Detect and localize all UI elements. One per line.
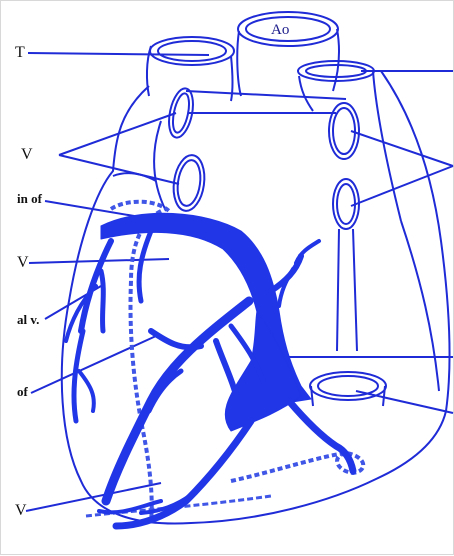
- leader-of: [31, 336, 156, 393]
- label-in-of: in of: [17, 192, 42, 205]
- label-al-v: al v.: [17, 313, 39, 326]
- vein-branch-10: [79, 371, 94, 411]
- dashed-vessel-1: [131, 211, 162, 521]
- label-v-mid: V: [17, 255, 29, 271]
- label-v-bottom: V: [15, 503, 27, 519]
- leader-v-1: [59, 113, 176, 155]
- leader-right-4: [356, 391, 453, 413]
- leader-right-2: [351, 166, 453, 206]
- vein-branch-13: [296, 241, 319, 263]
- left-atrium-outline: [154, 91, 346, 211]
- svc-ivc-line: [337, 229, 357, 351]
- great-cardiac-vein: [225, 311, 301, 431]
- leader-right-1: [351, 131, 453, 166]
- vein-branch-14: [279, 269, 293, 306]
- vein-branch-15: [289, 401, 353, 471]
- label-v-pulm: V: [21, 147, 33, 163]
- vein-branch-11: [139, 231, 151, 301]
- vein-branch-1: [106, 301, 249, 501]
- leader-v-2: [59, 155, 179, 184]
- leader-t: [28, 53, 209, 55]
- label-t: T: [15, 45, 25, 61]
- dashed-vessel-3: [231, 453, 363, 481]
- svc-outline: [299, 71, 401, 221]
- vein-branch-2: [151, 331, 201, 347]
- label-ao: Ao: [271, 23, 289, 38]
- label-of: of: [17, 385, 28, 398]
- vein-branch-8: [101, 271, 103, 331]
